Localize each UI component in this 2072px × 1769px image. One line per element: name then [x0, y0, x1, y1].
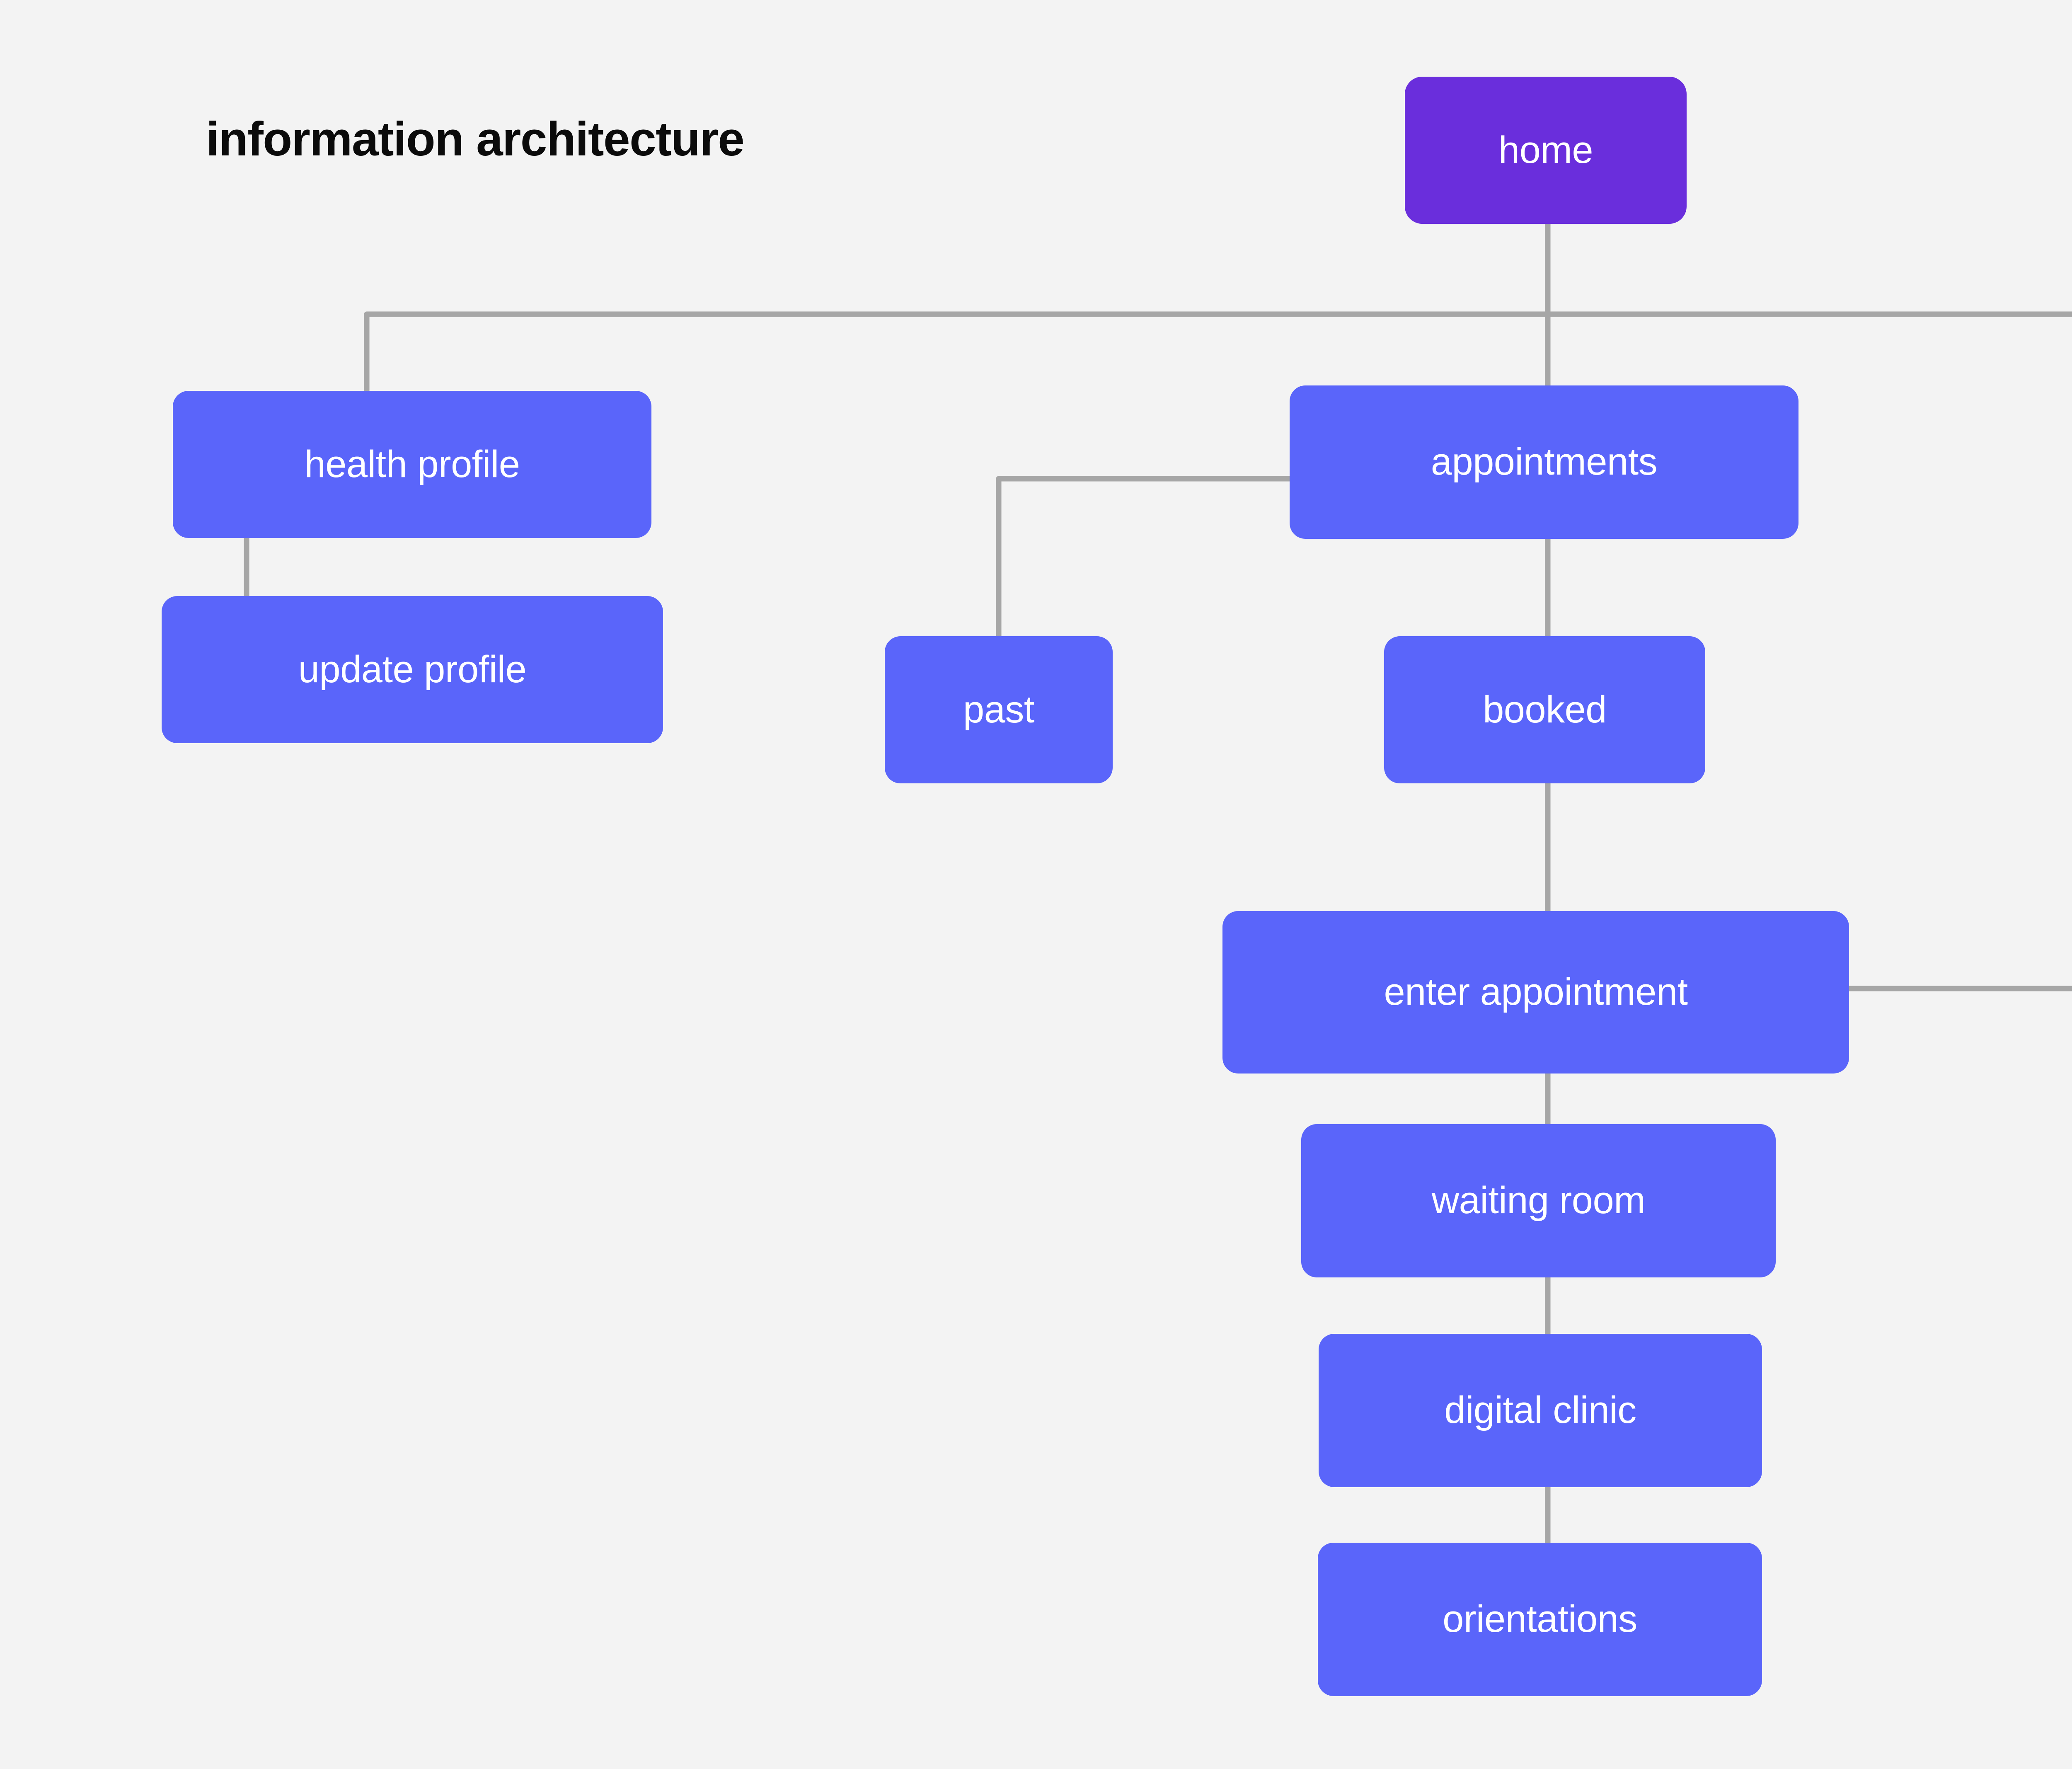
node-digital[interactable]: digital clinic [1319, 1334, 1762, 1487]
node-past[interactable]: past [885, 636, 1113, 783]
node-label: enter appointment [1233, 967, 1838, 1017]
node-label: health profile [184, 440, 641, 490]
node-update[interactable]: update profile [162, 596, 663, 743]
node-home[interactable]: home [1405, 77, 1687, 224]
node-label-line: past [963, 688, 1034, 731]
node-label-line: health profile [304, 443, 520, 485]
connector-line [364, 221, 2072, 395]
node-label: home [1416, 126, 1676, 175]
page-title: information architecture [206, 112, 745, 166]
node-appts[interactable]: appointments [1290, 385, 1798, 539]
node-orient[interactable]: orientations [1318, 1543, 1762, 1696]
node-booked[interactable]: booked [1384, 636, 1705, 783]
node-label-line: appointments [1431, 441, 1658, 483]
node-health[interactable]: health profile [173, 391, 651, 538]
node-enterappt[interactable]: enter appointment [1222, 911, 1849, 1074]
node-label-line: home [1498, 128, 1593, 171]
node-label-line: enter appointment [1384, 971, 1688, 1013]
node-label-line: booked [1483, 688, 1607, 731]
node-label: past [896, 685, 1102, 735]
node-label-line: update profile [298, 648, 527, 691]
node-label: digital clinic [1329, 1386, 1751, 1435]
node-waiting[interactable]: waiting room [1301, 1124, 1776, 1277]
node-label-line: orientations [1443, 1598, 1637, 1641]
node-label: waiting room [1312, 1176, 1765, 1226]
node-label: appointments [1300, 437, 1788, 487]
node-label-line: digital clinic [1444, 1389, 1636, 1432]
node-label: orientations [1329, 1595, 1751, 1644]
node-label-line: waiting room [1431, 1179, 1646, 1222]
node-label: update profile [172, 645, 652, 695]
node-label: booked [1395, 685, 1694, 735]
